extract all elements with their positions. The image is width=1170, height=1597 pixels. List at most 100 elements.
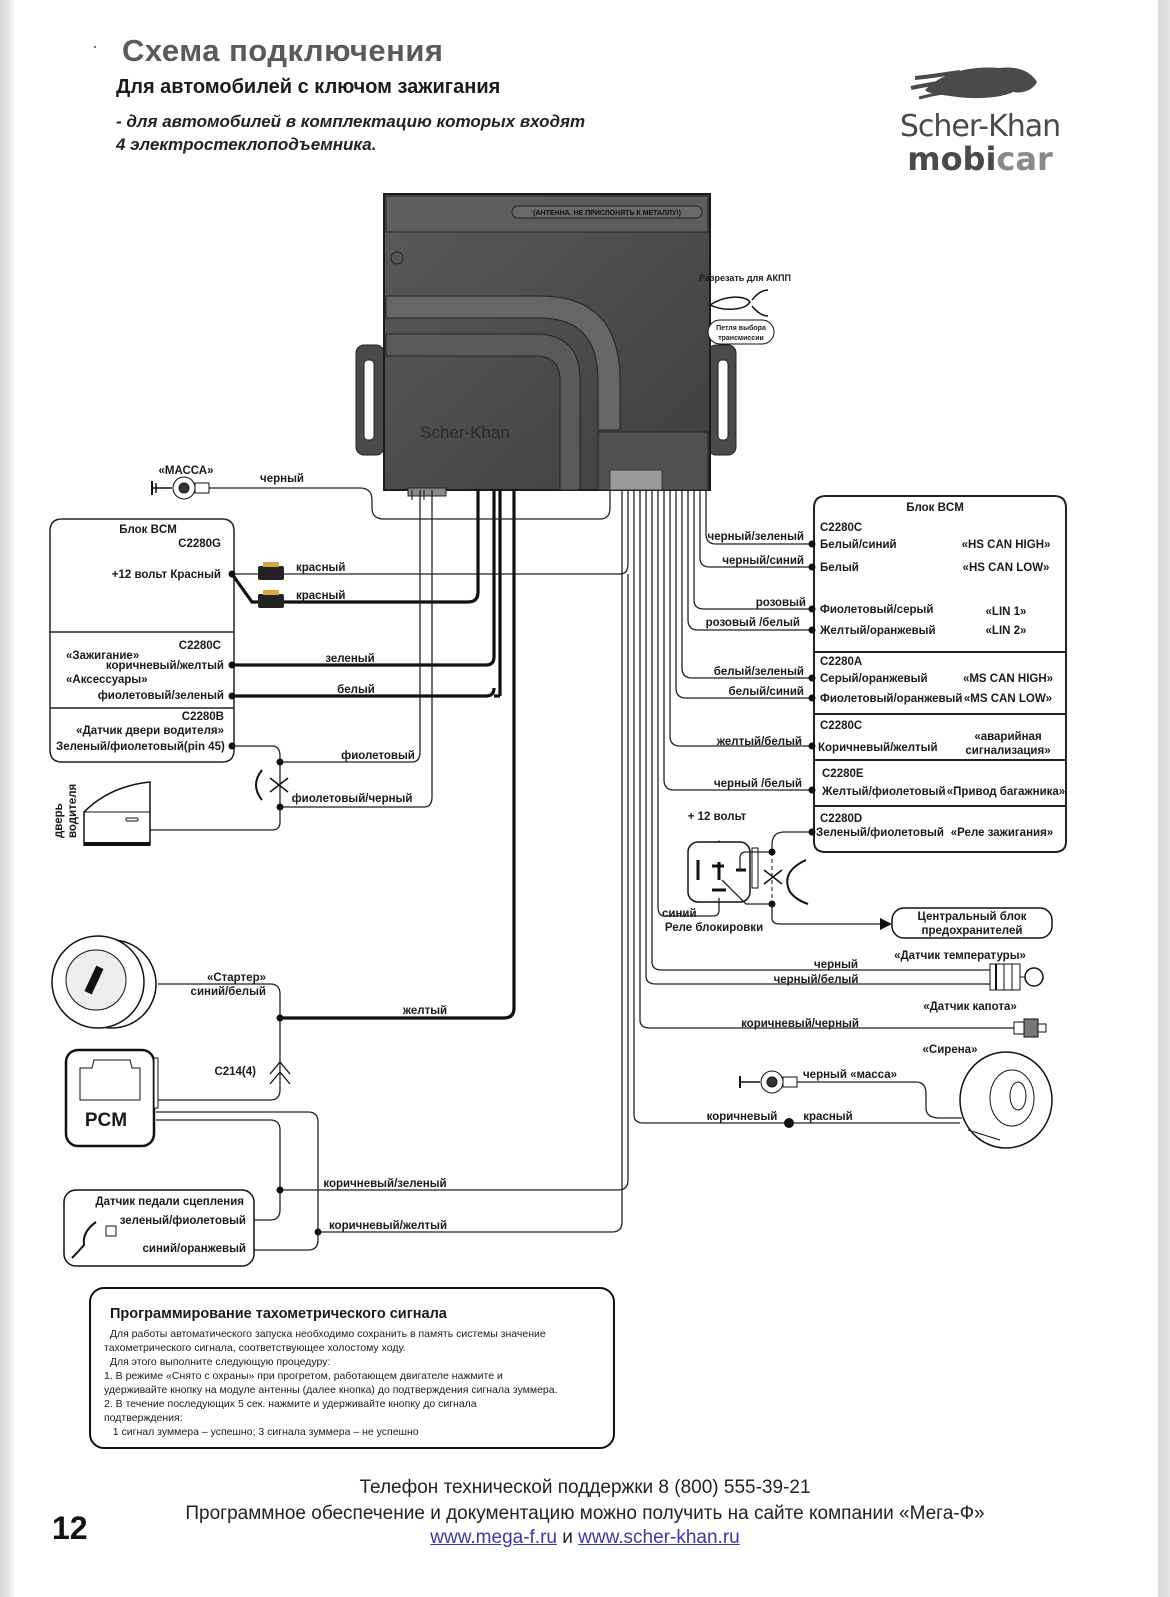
- programming-line: Для работы автоматического запуска необх…: [104, 1328, 546, 1340]
- in-wire-label: желтый/белый: [716, 736, 802, 748]
- ignition-switch-icon: [51, 935, 157, 1029]
- page-edge-right: [1158, 0, 1170, 1597]
- signal-label: «LIN 1»: [986, 606, 1027, 618]
- siren-wire-label-a: коричневый: [707, 1111, 778, 1123]
- siren-icon: [959, 1051, 1053, 1149]
- programming-line: 1. В режиме «Снято с охраны» при прогрет…: [104, 1370, 503, 1382]
- signal-label: «HS CAN HIGH»: [962, 539, 1051, 551]
- page-title: Схема подключения: [122, 33, 444, 68]
- loop-label-1: Петля выбора: [716, 324, 766, 332]
- signal-label: «Реле зажигания»: [951, 827, 1053, 839]
- in-wire-label: белый/зеленый: [714, 666, 804, 678]
- door-wire-label: Зеленый/фиолетовый(pin 45): [56, 741, 225, 753]
- signal-label-2: сигнализация»: [965, 745, 1050, 757]
- pin-wire-label: Серый/оранжевый: [820, 673, 928, 685]
- connector-block: [609, 469, 663, 491]
- cutters-icon: [255, 769, 263, 801]
- logo-brand-text: Scher-Khan: [899, 109, 1061, 144]
- signal-label: «Привод багажника»: [947, 786, 1065, 798]
- in-wire-label: розовый /белый: [706, 617, 800, 629]
- connector-c2280c-left: C2280C: [179, 640, 221, 652]
- splice-dot: [784, 1118, 794, 1128]
- fuse-box-label-2: предохранителей: [922, 925, 1023, 937]
- brand-logo: Scher-Khan mobicar: [880, 60, 1080, 175]
- page-edge-left: [0, 0, 14, 1597]
- red-wire-label-2: красный: [296, 590, 345, 602]
- title-bullet: ·: [92, 36, 98, 56]
- door-label-2: водителя: [67, 784, 79, 838]
- accessories-label: «Аксессуары»: [66, 674, 148, 686]
- programming-line: 1 сигнал зуммера – успешно; 3 сигнала зу…: [104, 1426, 419, 1438]
- hood-sensor-label: «Датчик капота»: [923, 1001, 1017, 1013]
- connector-label: C2280A: [820, 656, 862, 668]
- pin-wire-label: Белый: [820, 562, 859, 574]
- links-separator: и: [556, 1527, 579, 1548]
- connector-label: C2280D: [820, 813, 862, 825]
- temp-wire-label-2: черный/белый: [774, 974, 859, 986]
- programming-title: Программирование тахометрического сигнал…: [110, 1306, 448, 1322]
- signal-label: «MS CAN LOW»: [964, 693, 1052, 705]
- connector-c2280b: C2280B: [182, 711, 224, 723]
- relay-label: Реле блокировки: [665, 922, 763, 934]
- programming-line: тахометрического сигнала, соответствующе…: [104, 1342, 406, 1354]
- in-wire-label: розовый: [756, 597, 806, 609]
- programming-line: Для этого выполните следующую процедуру:: [104, 1356, 330, 1368]
- programming-line: удерживайте кнопку на модуле антенны (да…: [104, 1384, 558, 1396]
- door-sensor-label: «Датчик двери водителя»: [76, 725, 224, 737]
- pin-wire-label: Коричневый/желтый: [818, 742, 938, 754]
- clutch-out-b: коричневый/желтый: [329, 1220, 447, 1232]
- white-wire-label: белый: [337, 684, 375, 696]
- ignition-label: «Зажигание»: [66, 650, 139, 662]
- clutch-title: Датчик педали сцепления: [95, 1196, 244, 1208]
- clutch-wire-b: синий/оранжевый: [143, 1243, 247, 1255]
- connector-c2280g: C2280G: [178, 538, 221, 550]
- lion-head-icon: [910, 67, 1037, 100]
- cutters-icon: [751, 289, 769, 317]
- logo-sub-a: mobi: [907, 140, 997, 178]
- pcm-module: PCM: [64, 1048, 159, 1148]
- ground-terminal: «МАССА» черный: [151, 465, 611, 520]
- siren-wire-label-b: красный: [803, 1111, 852, 1123]
- loop-label-2: трансмиссии: [718, 335, 764, 342]
- bcm-right-title: Блок BCM: [906, 502, 964, 514]
- pedal-icon: [71, 1221, 97, 1259]
- unit-brand: Scher-Khan: [420, 423, 510, 442]
- clutch-sensor-block: Датчик педали сцепления зеленый/фиолетов…: [63, 1189, 255, 1267]
- accessories-wire-label: фиолетовый/зеленый: [98, 690, 224, 702]
- programming-line: подтверждения:: [104, 1412, 183, 1424]
- page-subtitle: Для автомобилей с ключом зажигания: [116, 76, 501, 98]
- green-wire-label: зеленый: [325, 653, 374, 665]
- relay-wire-label: синий: [662, 908, 697, 920]
- violet-wire-label: фиолетовый: [341, 750, 415, 762]
- ground-wire-label: черный: [260, 473, 304, 485]
- blocking-relay: + 12 вольт Центральный блок предохраните…: [657, 490, 1053, 939]
- in-wire-label: белый/синий: [729, 686, 804, 698]
- car-door-icon: [83, 781, 151, 846]
- violet-black-wire-label: фиолетовый/черный: [292, 793, 413, 805]
- ignition-wires: зеленый белый желтый: [228, 490, 516, 1020]
- starter-label: «Стартер»: [207, 972, 266, 984]
- note-line-1: - для автомобилей в комплектацию которых…: [116, 112, 586, 131]
- clutch-out-a: коричневый/зеленый: [323, 1178, 446, 1190]
- hood-sensor-icon: [1013, 1018, 1047, 1038]
- link-scher-khan[interactable]: www.scher-khan.ru: [578, 1527, 740, 1548]
- programming-line: 2. В течение последующих 5 сек. нажмите …: [104, 1398, 477, 1410]
- antenna-warning: (АНТЕННА. НЕ ПРИСЛОНЯТЬ К МЕТАЛЛУ!): [533, 210, 681, 217]
- bcm-right-dots: [808, 540, 816, 836]
- pcm-label: PCM: [85, 1110, 127, 1131]
- link-mega-f[interactable]: www.mega-f.ru: [430, 1527, 557, 1548]
- connector-label: C2280C: [820, 522, 862, 534]
- connector-label: C2280C: [820, 720, 862, 732]
- fuse-box-label-1: Центральный блок: [917, 911, 1026, 923]
- ignition-wire-label: коричневый/желтый: [106, 660, 224, 672]
- harness-bundle: [411, 490, 425, 500]
- starter-wire-label: синий/белый: [191, 986, 266, 998]
- pin-wire-label: Желтый/оранжевый: [819, 625, 936, 637]
- ground-label: «МАССА»: [158, 465, 213, 477]
- siren-label: «Сирена»: [923, 1044, 978, 1056]
- sensor-wires: [280, 490, 1014, 1233]
- connector-arrow-icon: [269, 1060, 291, 1085]
- page-number: 12: [52, 1510, 88, 1546]
- arrow-right-icon: [880, 918, 892, 930]
